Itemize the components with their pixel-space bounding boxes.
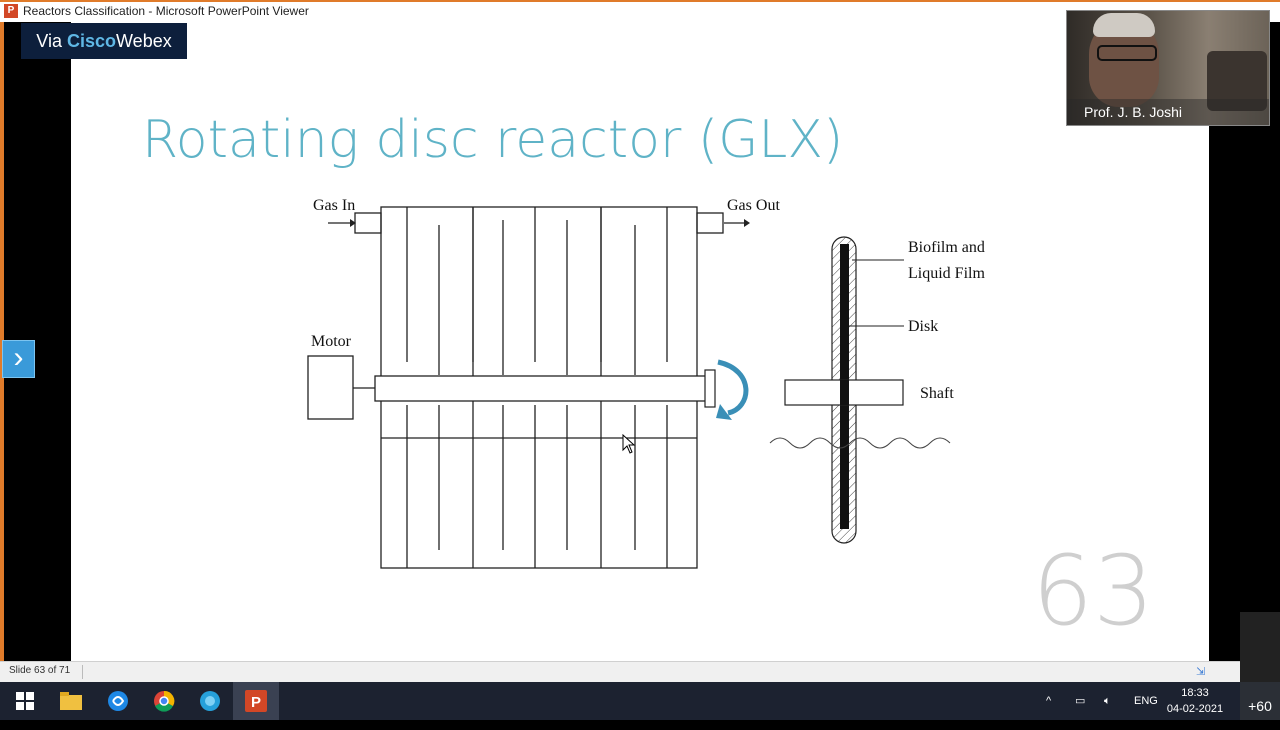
clock[interactable]: 18:33 04-02-2021 <box>1162 685 1228 717</box>
browser-icon[interactable] <box>187 682 233 720</box>
status-separator <box>82 665 83 679</box>
status-bar: Slide 63 of 71 ⇲ <box>0 661 1280 682</box>
label-motor: Motor <box>311 333 352 350</box>
clock-date: 04-02-2021 <box>1166 703 1224 715</box>
participant-glasses <box>1097 45 1157 61</box>
mouse-cursor-icon <box>622 434 636 454</box>
webex-brand-webex: Webex <box>116 31 172 51</box>
powerpoint-icon[interactable]: P <box>233 682 279 720</box>
label-biofilm-2: Liquid Film <box>908 265 985 282</box>
overflow-count-badge[interactable]: +60 <box>1240 682 1280 720</box>
liquid-level <box>769 437 951 449</box>
next-slide-arrow-icon[interactable]: › <box>2 340 35 378</box>
volume-icon[interactable]: 🔈︎ <box>1104 695 1111 707</box>
tray-chevron-icon[interactable]: ^ <box>1046 695 1052 707</box>
webex-via: Via <box>36 31 67 51</box>
motor <box>307 355 354 420</box>
label-biofilm-1: Biofilm and <box>908 239 985 256</box>
start-icon[interactable] <box>2 682 48 720</box>
webex-badge: Via CiscoWebex <box>21 23 187 59</box>
label-gas-out: Gas Out <box>727 197 780 214</box>
label-shaft: Shaft <box>920 385 954 402</box>
label-gas-in: Gas In <box>313 197 355 214</box>
webex-brand-cisco: Cisco <box>66 31 117 51</box>
slide-title: Rotating disc reactor (GLX) <box>142 110 844 170</box>
chrome-icon[interactable] <box>141 682 187 720</box>
label-disk: Disk <box>908 318 938 335</box>
fit-to-window-icon[interactable]: ⇲ <box>1196 666 1206 678</box>
network-icon[interactable]: ▭ <box>1075 695 1086 707</box>
svg-text:P: P <box>251 694 261 711</box>
rotation-arrow-icon <box>717 359 749 416</box>
participant-hair <box>1093 13 1155 37</box>
slide-number: 63 <box>1032 535 1155 647</box>
slide-canvas <box>71 22 1209 661</box>
overflow-panel <box>1240 612 1280 682</box>
language-indicator[interactable]: ENG <box>1134 695 1158 707</box>
video-chairs <box>1207 51 1267 111</box>
participant-video[interactable]: Prof. J. B. Joshi <box>1066 10 1270 126</box>
window-title: Reactors Classification - Microsoft Powe… <box>23 4 309 18</box>
participant-name: Prof. J. B. Joshi <box>1067 99 1269 125</box>
file-explorer-icon[interactable] <box>48 682 94 720</box>
window-titlebar: P Reactors Classification - Microsoft Po… <box>0 0 1280 22</box>
shaft <box>374 375 714 402</box>
powerpoint-app-icon: P <box>4 4 18 18</box>
webex-icon[interactable] <box>95 682 141 720</box>
clock-time: 18:33 <box>1181 687 1209 699</box>
windows-taskbar: P ^ ▭ 🔈︎ ENG 18:33 04-02-2021 <box>0 682 1280 720</box>
rotating-disc-diagram: Gas In Gas Out Motor Biofilm and Liquid … <box>307 197 985 569</box>
slide-counter: Slide 63 of 71 <box>9 665 71 676</box>
